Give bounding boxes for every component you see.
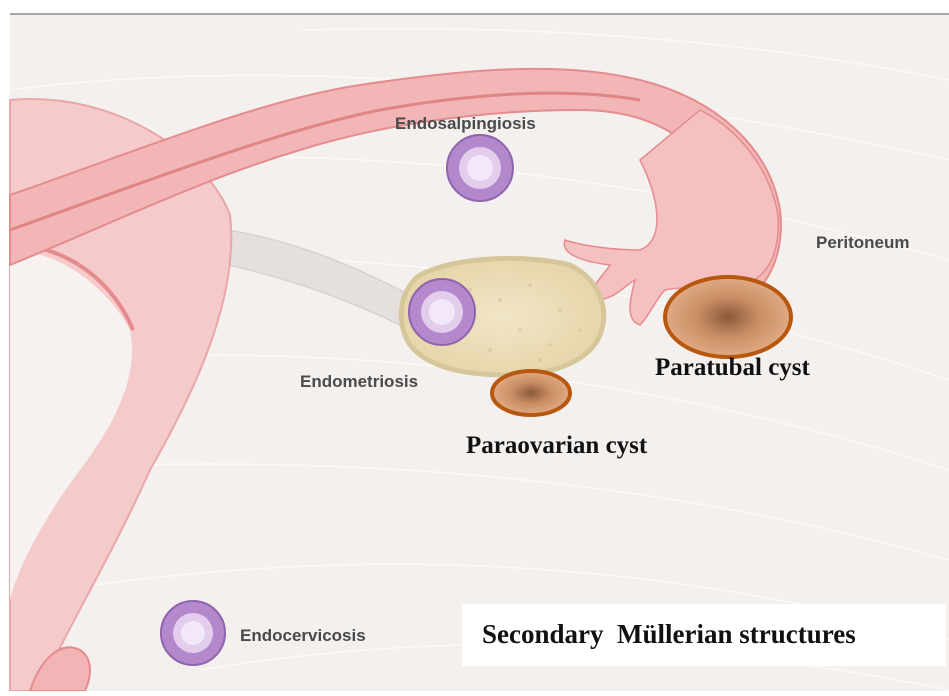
paraovarian-cyst-label: Paraovarian cyst [466, 432, 647, 460]
endometriosis-gland-icon [409, 279, 475, 345]
diagram-title: Secondary Müllerian structures [482, 619, 856, 650]
endosalpingiosis-label: Endosalpingiosis [395, 114, 536, 134]
paratubal-cyst [665, 277, 791, 357]
paratubal-cyst-label: Paratubal cyst [655, 354, 810, 382]
endocervicosis-label: Endocervicosis [240, 626, 366, 646]
endosalpingiosis-gland-icon [447, 135, 513, 201]
endometriosis-label: Endometriosis [300, 372, 418, 392]
paraovarian-cyst [492, 371, 570, 415]
endocervicosis-gland-icon [161, 601, 225, 665]
peritoneum-label: Peritoneum [816, 233, 910, 253]
